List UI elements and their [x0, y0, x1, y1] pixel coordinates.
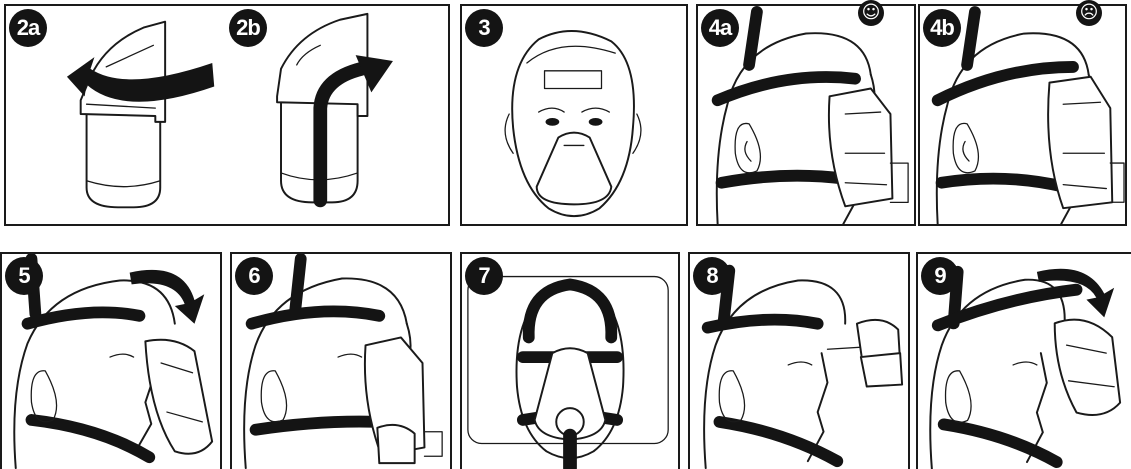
panel-2a-2b: 2a 2b: [4, 4, 450, 226]
chamber-2a: [67, 22, 214, 208]
step-badge-3: 3: [465, 9, 503, 47]
step-badge-5: 5: [5, 257, 43, 295]
step-badge-6: 6: [235, 257, 273, 295]
panel-7: 7: [460, 252, 680, 469]
step-badge-4a: 4a: [701, 9, 739, 47]
panel-9: 9: [916, 252, 1131, 469]
step-badge-8: 8: [693, 257, 731, 295]
happy-face-icon: ☺: [858, 0, 884, 26]
panel-3: 3: [460, 4, 688, 226]
panel-4a: 4a: [696, 4, 916, 226]
step-badge-2b: 2b: [229, 9, 267, 47]
step-badge-7: 7: [465, 257, 503, 295]
step-badge-4b: 4b: [923, 9, 961, 47]
panel-6: 6: [230, 252, 452, 469]
panel-4b: 4b: [918, 4, 1127, 226]
panel-5: 5: [0, 252, 222, 469]
step-badge-9: 9: [921, 257, 959, 295]
step-badge-2a: 2a: [9, 9, 47, 47]
chamber-2b: [277, 14, 393, 203]
sad-face-icon: ☹: [1076, 0, 1102, 26]
panel-8: 8: [688, 252, 910, 469]
humidifier-chamber-illustration: [6, 6, 448, 224]
